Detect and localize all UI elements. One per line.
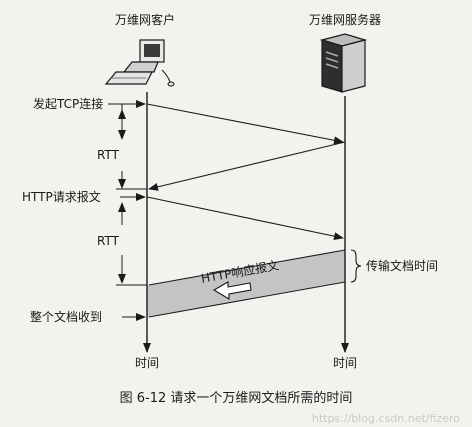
tcp-synack-arrow (148, 141, 346, 191)
server-label: 万维网服务器 (309, 12, 381, 27)
figure-caption: 图 6-12 请求一个万维网文档所需的时间 (120, 390, 353, 406)
server-icon (319, 33, 368, 93)
http-request-label: HTTP请求报文 (22, 189, 101, 204)
transfer-time-label: 传输文档时间 (366, 258, 438, 273)
transfer-time-brace (350, 249, 362, 283)
rtt-1-bracket (116, 104, 147, 190)
http-request-arrow (146, 196, 344, 241)
server-time-label: 时间 (333, 356, 357, 370)
rtt-1-label: RTT (97, 148, 120, 162)
doc-received-label: 整个文档收到 (30, 309, 102, 324)
client-label: 万维网客户 (115, 12, 175, 27)
tcp-connect-label: 发起TCP连接 (33, 96, 103, 111)
response-leading-edge (148, 249, 346, 286)
client-computer-icon (104, 39, 175, 87)
tcp-syn-arrow (146, 103, 344, 145)
watermark: https://blog.csdn.net/fizero (312, 412, 460, 425)
rtt-2-label: RTT (97, 234, 120, 248)
response-trailing-edge (148, 281, 346, 318)
response-direction-arrow-icon (212, 281, 252, 300)
rtt-2-bracket (116, 202, 147, 286)
client-time-label: 时间 (135, 356, 159, 370)
